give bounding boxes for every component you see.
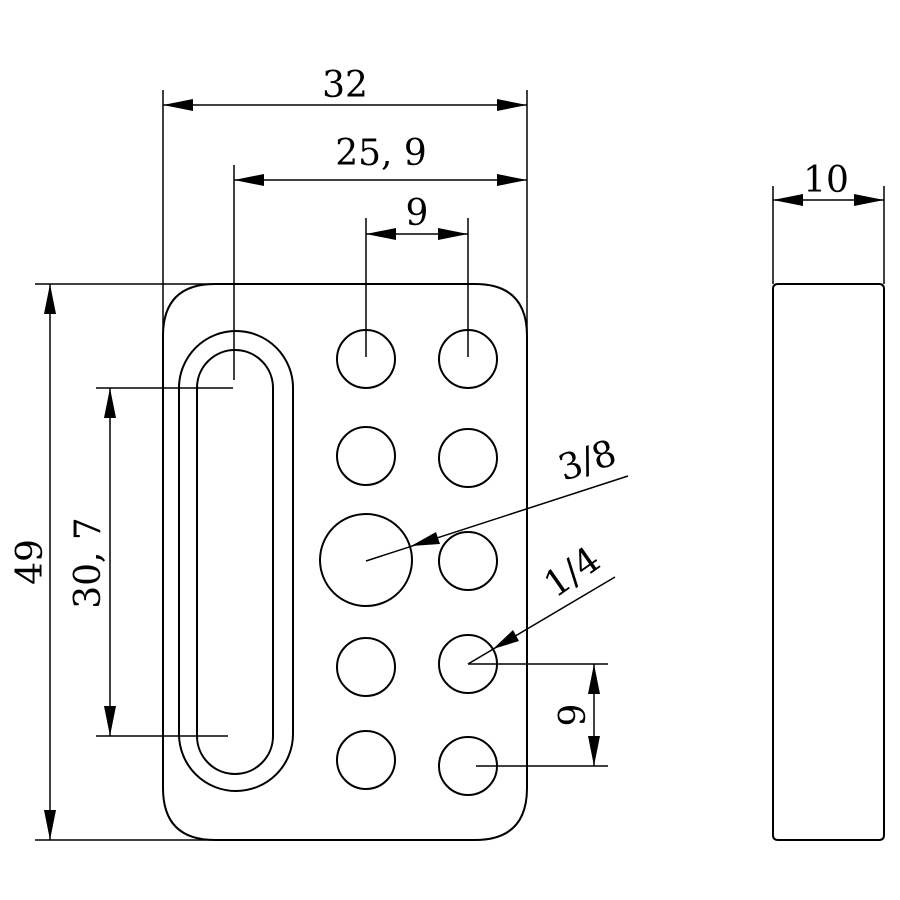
dim-label-49: 49 [10, 539, 51, 585]
callout-label-1-4: 1/4 [537, 539, 608, 606]
dim-slot-to-edge: 25, 9 [233, 133, 527, 380]
hole [438, 531, 498, 591]
hole [336, 730, 396, 790]
dim-hole-pitch-horizontal: 9 [365, 193, 469, 357]
hole [336, 426, 396, 486]
dim-label-9-right: 9 [553, 704, 594, 727]
dim-slot-length: 30, 7 [68, 387, 233, 737]
dim-label-30-7: 30, 7 [68, 517, 109, 609]
large-hole [319, 513, 413, 607]
dim-label-32: 32 [322, 65, 368, 106]
slot-inner [196, 349, 274, 775]
dim-hole-pitch-vertical: 9 [468, 663, 608, 767]
dim-label-10: 10 [803, 160, 849, 201]
side-view-outline [772, 283, 885, 841]
slot-outer [178, 330, 294, 792]
dim-label-25-9: 25, 9 [335, 133, 427, 174]
dim-overall-height: 49 [10, 283, 215, 841]
dim-overall-width: 32 [162, 65, 528, 336]
dim-thickness: 10 [772, 160, 885, 284]
hole [336, 637, 396, 697]
plate-outline [162, 283, 528, 841]
hole-grid [319, 329, 498, 796]
callout-large-hole: 3/8 [365, 433, 629, 562]
dim-label-9-top: 9 [406, 193, 429, 234]
hole [438, 428, 498, 488]
